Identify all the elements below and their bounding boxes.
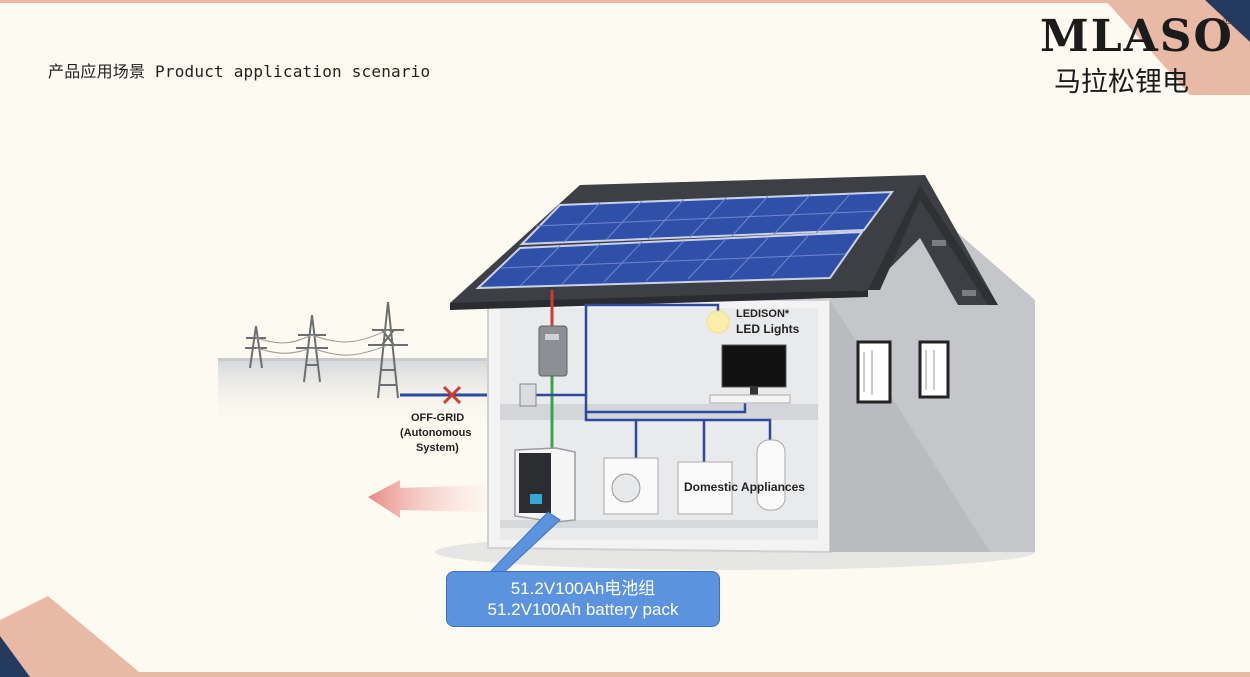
off-grid-sub-label-2: System) <box>416 442 459 454</box>
battery-pack-callout: 51.2V100Ah电池组 51.2V100Ah battery pack <box>446 571 720 627</box>
callout-line-cn: 51.2V100Ah电池组 <box>510 579 656 598</box>
top-frame-bar <box>0 0 1250 3</box>
corner-decoration-bottom <box>0 596 145 677</box>
off-grid-label: OFF-GRID <box>411 412 464 424</box>
bottom-frame-bar <box>0 672 1250 677</box>
water-heater-icon <box>756 439 786 511</box>
corner-decoration-bottom-navy <box>0 636 30 677</box>
disconnect-x-icon <box>442 385 462 405</box>
off-grid-sub-label: (Autonomous <box>400 427 471 439</box>
battery-pack <box>514 447 576 523</box>
appliances-label: Domestic Appliances <box>684 480 805 494</box>
tv-icon <box>709 344 791 404</box>
led-light-bulb-icon <box>706 310 730 334</box>
lights-sub-label: LED Lights <box>736 322 800 336</box>
power-towers <box>245 301 408 399</box>
inverter <box>538 325 568 377</box>
corner-decoration-top-navy <box>1205 0 1250 42</box>
lights-label: LEDISON* <box>736 308 790 320</box>
brand-name-cn: 马拉松锂电 <box>1054 67 1189 98</box>
washing-machine-icon <box>603 457 659 515</box>
registered-mark: ® <box>1222 14 1233 27</box>
solar-panels <box>475 190 895 290</box>
corner-decoration-top <box>1105 0 1250 95</box>
dryer-icon <box>677 461 733 515</box>
outgoing-power-arrow <box>368 480 485 518</box>
callout-line-en: 51.2V100Ah battery pack <box>487 600 679 619</box>
brand-name-en: MLASO <box>1040 11 1234 62</box>
page-title: 产品应用场景 Product application scenario <box>48 62 431 81</box>
brand-logo: MLASO ® 马拉松锂电 <box>1040 12 1240 99</box>
meter-box <box>519 383 537 407</box>
side-window-left <box>856 340 892 404</box>
